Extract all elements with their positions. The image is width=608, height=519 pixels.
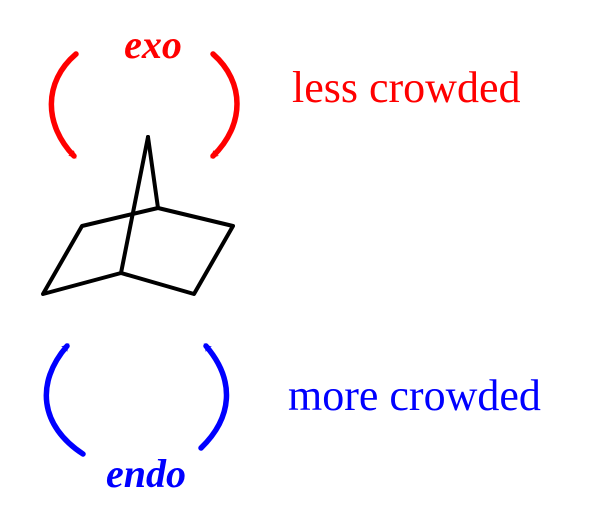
endo-label: endo	[106, 451, 186, 496]
exo-arrow-left	[48, 51, 79, 159]
bridge-bond-back	[146, 135, 160, 210]
endo-arrow-right	[198, 343, 230, 451]
bridge-bond-front	[119, 135, 150, 275]
endo-group: endo more crowded	[43, 343, 541, 496]
endo-arrow-left	[43, 343, 86, 457]
exo-description: less crowded	[292, 63, 521, 112]
endo-description: more crowded	[288, 371, 541, 420]
exo-label: exo	[124, 22, 182, 67]
exo-group: exo less crowded	[48, 22, 521, 159]
bicyclic-ring-bonds	[41, 206, 235, 296]
exo-arrow-right	[210, 51, 240, 159]
norbornane-structure	[41, 135, 235, 296]
